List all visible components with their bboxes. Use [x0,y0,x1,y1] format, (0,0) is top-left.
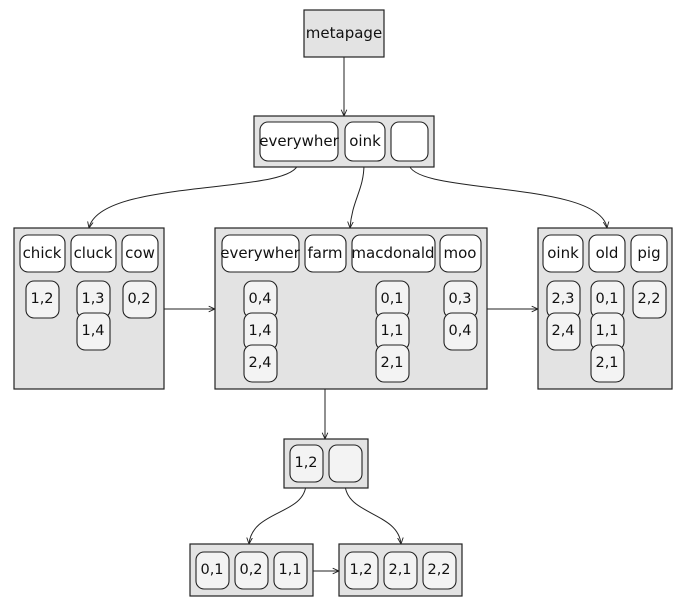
posting-box [25,280,60,319]
posting-box [590,344,625,383]
root-key-box [344,121,386,162]
posting-box [375,344,410,383]
posting-value: 1,3 [81,291,104,307]
metapage-node: metapage [303,9,385,58]
posting-box [632,280,667,319]
posting-box [546,312,581,351]
posting-value: 0,1 [380,291,403,307]
root-key-box [259,121,339,162]
leaf-key: chick [23,244,62,262]
posting-value: 2,2 [637,291,660,307]
leaf-key: farm [308,244,343,262]
root-empty-slot [390,121,429,162]
arrow-root-to-middle-leaf [350,163,365,228]
posting-value: 1,1 [380,323,403,339]
leaf-key: cluck [74,244,113,262]
root-key: oink [349,132,381,150]
posting-value: 2,1 [388,562,411,578]
posting-box [289,444,324,483]
posting-value: 0,2 [127,291,150,307]
leaf-key-box [630,234,668,273]
left-leaf-page: chick cluck cow 1,2 1,3 1,4 0,2 [13,227,165,390]
posting-box [273,551,308,590]
leaf-key-box [542,234,584,273]
posting-box [243,344,278,383]
leaf-key-box [19,234,66,273]
posting-box [234,551,269,590]
posting-value: 1,1 [278,562,301,578]
root-page: everywher oink [253,115,435,168]
arrow-root-to-right-leaf [408,163,607,228]
right-leaf-page: oink old pig 2,3 2,4 0,1 1,1 2,1 2,2 [537,227,673,390]
posting-value: 1,1 [595,323,618,339]
leaf-key-box [439,234,482,273]
posting-tree-inner-page: 1,2 [283,438,369,489]
posting-value: 0,2 [239,562,262,578]
posting-value: 0,1 [200,562,223,578]
posting-value: 2,3 [551,291,574,307]
posting-box [383,551,418,590]
leaf-key: everywher [220,244,300,262]
posting-box [122,280,157,319]
leaf-key-box [70,234,117,273]
posting-box [195,551,230,590]
posting-value: 1,2 [349,562,372,578]
posting-tree-right-leaf: 1,2 2,1 2,2 [338,543,463,597]
leaf-key: macdonald [351,244,434,262]
leaf-key-box [221,234,300,273]
posting-value: 2,4 [248,355,271,371]
leaf-key: oink [547,244,579,262]
posting-value: 1,2 [30,291,53,307]
arrow-posting-inner-to-left-leaf [249,483,307,544]
leaf-key: pig [637,244,660,262]
posting-empty-slot [328,444,363,483]
posting-value: 2,4 [551,323,574,339]
posting-value: 2,1 [380,355,403,371]
posting-value: 2,2 [427,562,450,578]
posting-value: 1,4 [81,323,104,339]
posting-box [76,312,111,351]
leaf-key: moo [444,244,477,262]
posting-value: 0,1 [595,291,618,307]
leaf-key-box [351,234,436,273]
middle-leaf-page: everywher farm macdonald moo 0,4 1,4 2,4… [214,227,488,390]
leaf-key: cow [125,244,155,262]
posting-value: 0,4 [248,291,271,307]
posting-value: 0,4 [448,323,471,339]
leaf-key-box [121,234,159,273]
root-key: everywher [259,132,339,150]
arrow-posting-inner-to-right-leaf [344,483,401,544]
metapage-label: metapage [306,24,382,42]
leaf-key-box [588,234,626,273]
arrow-root-to-left-leaf [89,163,299,228]
posting-tree-left-leaf: 0,1 0,2 1,1 [189,543,314,597]
posting-value: 1,4 [248,323,271,339]
posting-value: 2,1 [595,355,618,371]
posting-value: 1,2 [294,455,317,471]
posting-box [344,551,379,590]
leaf-key-box [304,234,347,273]
posting-box [422,551,457,590]
leaf-key: old [596,244,619,262]
posting-box [443,312,478,351]
posting-value: 0,3 [448,291,471,307]
